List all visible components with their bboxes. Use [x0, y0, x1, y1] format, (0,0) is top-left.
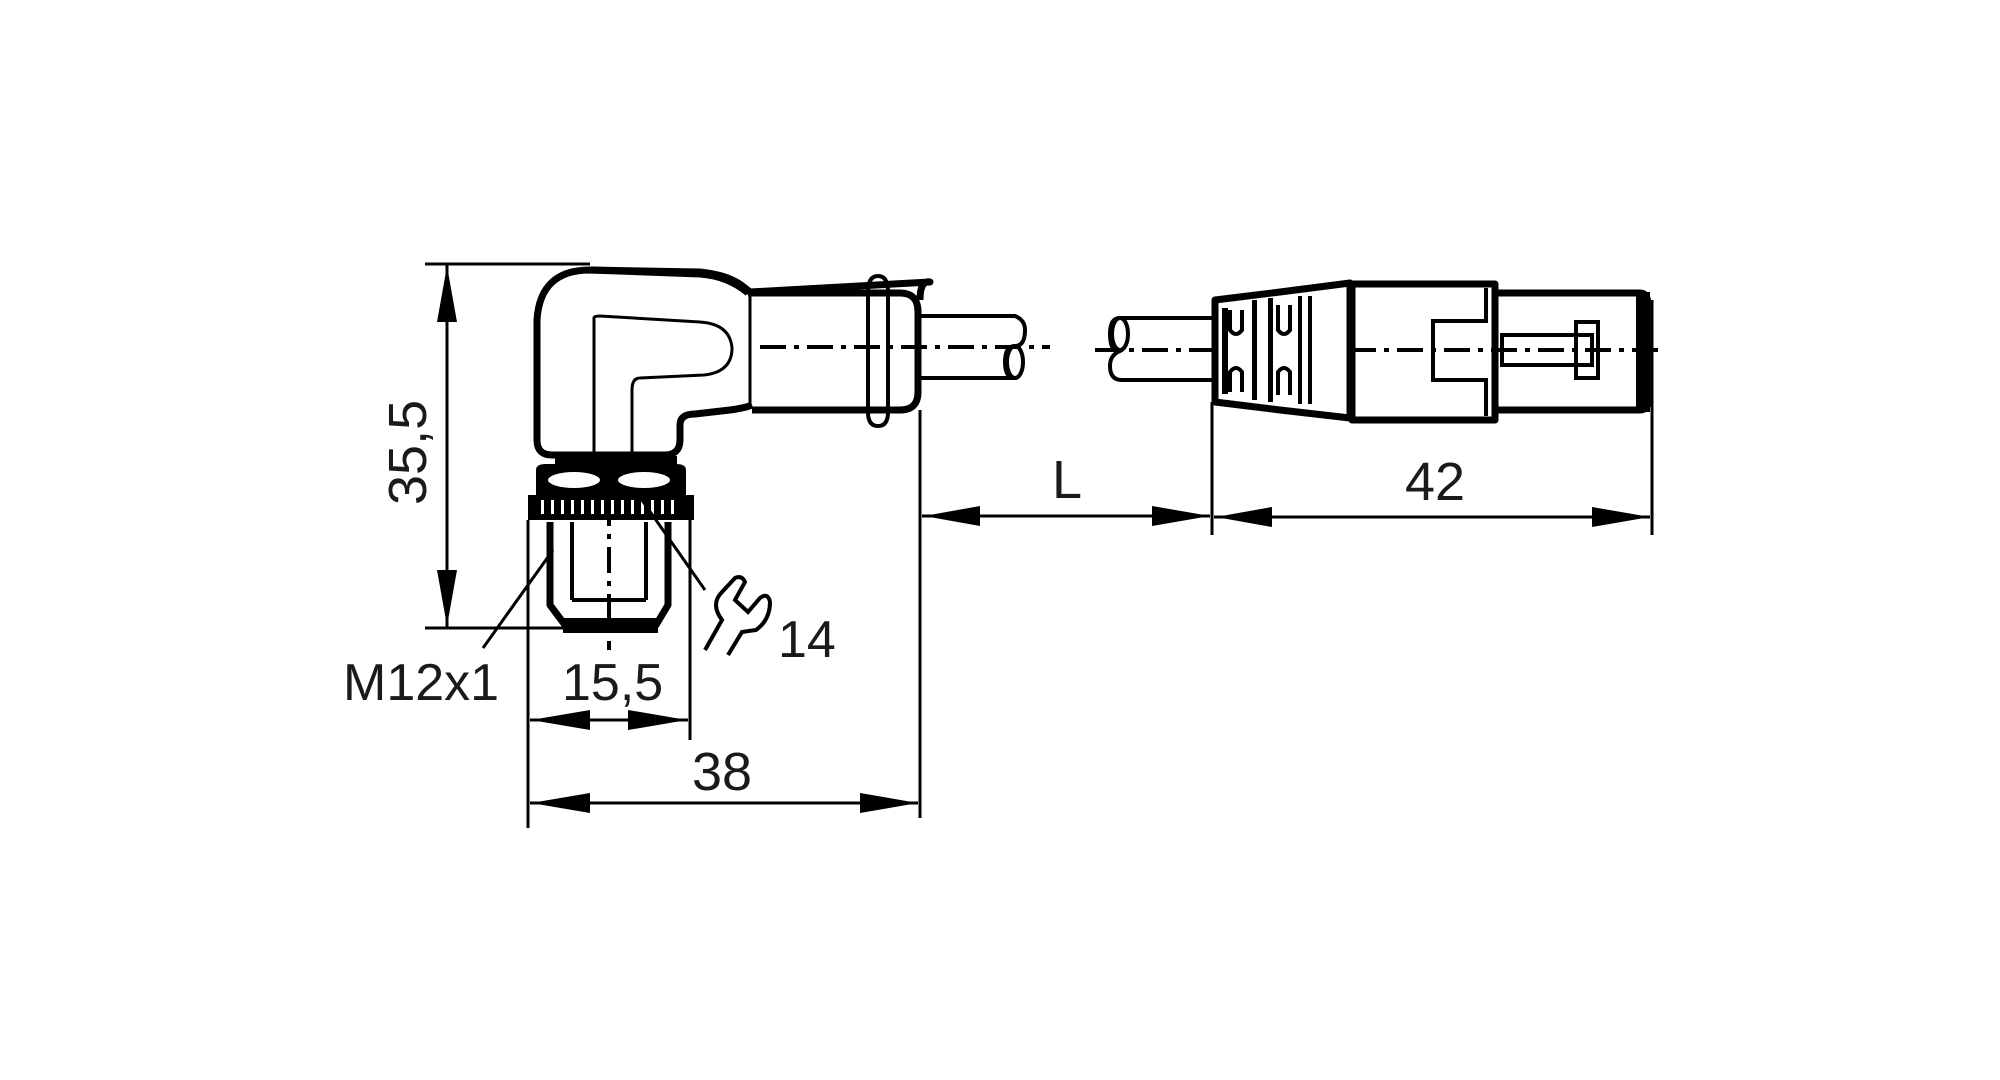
rj45-plug-head — [1495, 289, 1652, 414]
dim-height: 35,5 — [378, 262, 590, 630]
overall-width-label: 38 — [692, 742, 752, 802]
dim-rj45-length: 42 — [1214, 300, 1654, 535]
wrench-callout: 14 — [635, 492, 836, 669]
wrench-size-label: 14 — [778, 611, 836, 669]
dim-overall-width: 38 — [530, 410, 922, 818]
angled-m12-connector — [528, 266, 1050, 650]
cable-length-label: L — [1052, 450, 1082, 510]
wrench-icon — [703, 575, 773, 657]
cable — [920, 314, 1220, 382]
housing-groove — [592, 314, 734, 455]
rj45-length-label: 42 — [1405, 452, 1465, 512]
thread-label: M12x1 — [343, 654, 499, 712]
boot-ring — [866, 273, 890, 429]
height-label: 35,5 — [378, 400, 438, 505]
rj45-strain-relief — [1211, 279, 1354, 422]
nut-width-label: 15,5 — [562, 654, 663, 712]
thread-callout: M12x1 — [343, 549, 555, 712]
angled-housing-outline — [533, 266, 934, 459]
knurl-lines — [541, 500, 674, 514]
rj45-plug — [1211, 279, 1660, 424]
dim-cable-length: L — [922, 402, 1214, 535]
cable-boot — [748, 289, 922, 414]
rj45-body — [1348, 280, 1499, 424]
dim-nut-width: 15,5 — [526, 520, 692, 828]
